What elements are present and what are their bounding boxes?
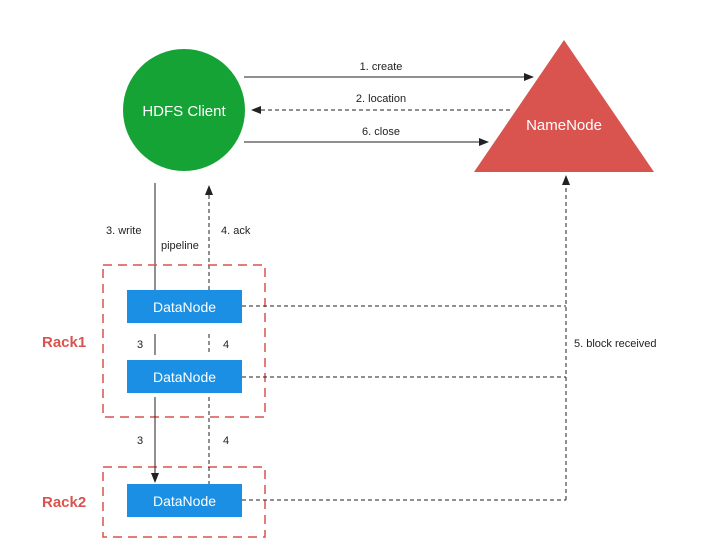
- create-label: 1. create: [360, 61, 403, 73]
- namenode-label: NameNode: [526, 117, 602, 134]
- client-label: HDFS Client: [142, 103, 226, 120]
- ack-label: 4. ack: [221, 225, 251, 237]
- r2-ack-label: 4: [223, 435, 229, 447]
- hdfs-client-node: HDFS Client: [123, 49, 245, 171]
- namenode-triangle: [474, 40, 654, 172]
- close-label: 6. close: [362, 126, 400, 138]
- r1-write-label: 3: [137, 339, 143, 351]
- rack2-label: Rack2: [42, 494, 86, 511]
- namenode-node: NameNode: [474, 40, 654, 172]
- datanode-2: DataNode: [127, 360, 242, 393]
- datanode-1-box: [127, 290, 242, 323]
- datanode-2-label: DataNode: [153, 369, 216, 385]
- write-label: 3. write: [106, 225, 141, 237]
- client-circle: [123, 49, 245, 171]
- block-received-label: 5. block received: [574, 338, 657, 350]
- rack1-box: [102, 264, 266, 418]
- location-label: 2. location: [356, 93, 406, 105]
- datanode-2-box: [127, 360, 242, 393]
- rack1-label: Rack1: [42, 334, 86, 351]
- datanode-1-label: DataNode: [153, 299, 216, 315]
- r1-ack-label: 4: [223, 339, 229, 351]
- datanode-1: DataNode: [127, 290, 242, 323]
- rack2-box: [102, 466, 266, 538]
- pipeline-label: pipeline: [161, 240, 199, 252]
- datanode-3: DataNode: [127, 484, 242, 517]
- datanode-3-box: [127, 484, 242, 517]
- datanode-3-label: DataNode: [153, 493, 216, 509]
- r2-write-label: 3: [137, 435, 143, 447]
